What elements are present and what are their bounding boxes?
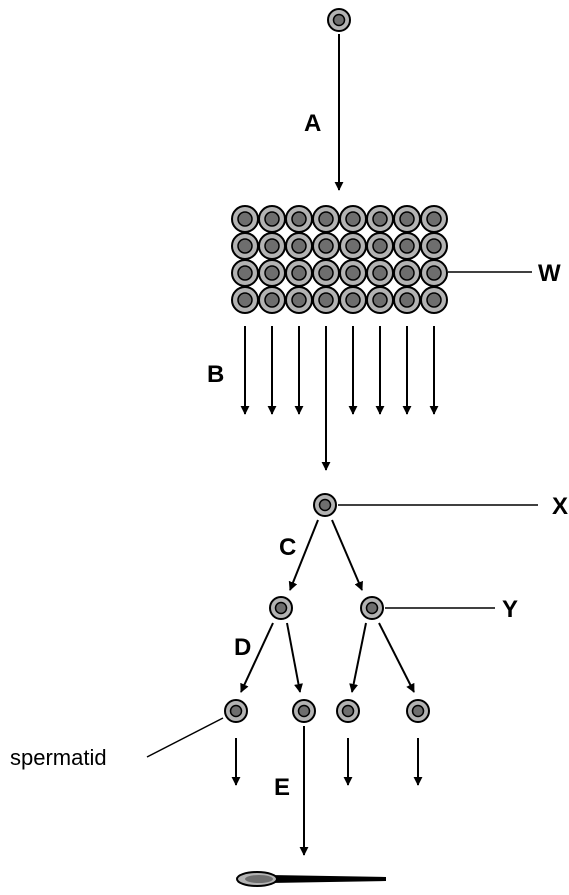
mass-cell xyxy=(285,286,313,314)
mass-cell xyxy=(312,232,340,260)
mass-cell xyxy=(339,205,367,233)
mass-cell xyxy=(366,232,394,260)
mass-cell xyxy=(420,286,448,314)
label-e: E xyxy=(274,774,290,801)
arrow-d-3 xyxy=(349,622,367,693)
arrow-c-right xyxy=(331,519,363,591)
mass-cell xyxy=(231,286,259,314)
arrow-d-2 xyxy=(286,622,303,693)
label-d: D xyxy=(234,634,251,661)
label-w: W xyxy=(538,260,561,287)
stem-cell xyxy=(327,8,351,32)
mass-cell xyxy=(258,286,286,314)
spermatid-cell-3 xyxy=(336,699,360,723)
label-spermatid: spermatid xyxy=(10,745,107,770)
label-y: Y xyxy=(502,596,518,623)
mass-cell xyxy=(339,286,367,314)
label-a: A xyxy=(304,110,321,137)
mass-cell xyxy=(312,286,340,314)
mass-cell xyxy=(393,205,421,233)
label-b: B xyxy=(207,361,224,388)
mass-cell xyxy=(420,259,448,287)
arrow-c-left xyxy=(288,519,319,591)
mass-cell xyxy=(366,205,394,233)
arrow-d-4 xyxy=(378,622,415,693)
mass-cell xyxy=(366,286,394,314)
mass-cell xyxy=(285,232,313,260)
cell-x xyxy=(313,493,337,517)
mass-cell xyxy=(339,259,367,287)
label-x: X xyxy=(552,493,568,520)
mass-cell xyxy=(285,259,313,287)
mass-cell xyxy=(420,205,448,233)
mass-cell xyxy=(258,205,286,233)
mass-cell xyxy=(258,232,286,260)
mass-cell xyxy=(393,259,421,287)
spermatid-cell-2 xyxy=(292,699,316,723)
label-c: C xyxy=(279,534,296,561)
mass-cell xyxy=(231,205,259,233)
arrow-d-1 xyxy=(240,622,274,693)
mass-cell xyxy=(231,259,259,287)
spermatid-cell-4 xyxy=(406,699,430,723)
cell-mass xyxy=(231,205,448,314)
spermatid-cell-1 xyxy=(224,699,248,723)
mass-cell xyxy=(393,232,421,260)
mass-cell xyxy=(285,205,313,233)
pointer-line-spermatid xyxy=(146,717,224,758)
mass-cell xyxy=(312,259,340,287)
mass-cell xyxy=(339,232,367,260)
sperm-cell xyxy=(236,871,386,887)
mass-cell xyxy=(393,286,421,314)
mass-cell xyxy=(231,232,259,260)
cell-y xyxy=(360,596,384,620)
mass-cell xyxy=(366,259,394,287)
mass-cell xyxy=(258,259,286,287)
cell-secondary-left xyxy=(269,596,293,620)
b-arrows xyxy=(240,326,439,471)
mass-cell xyxy=(420,232,448,260)
mass-cell xyxy=(312,205,340,233)
